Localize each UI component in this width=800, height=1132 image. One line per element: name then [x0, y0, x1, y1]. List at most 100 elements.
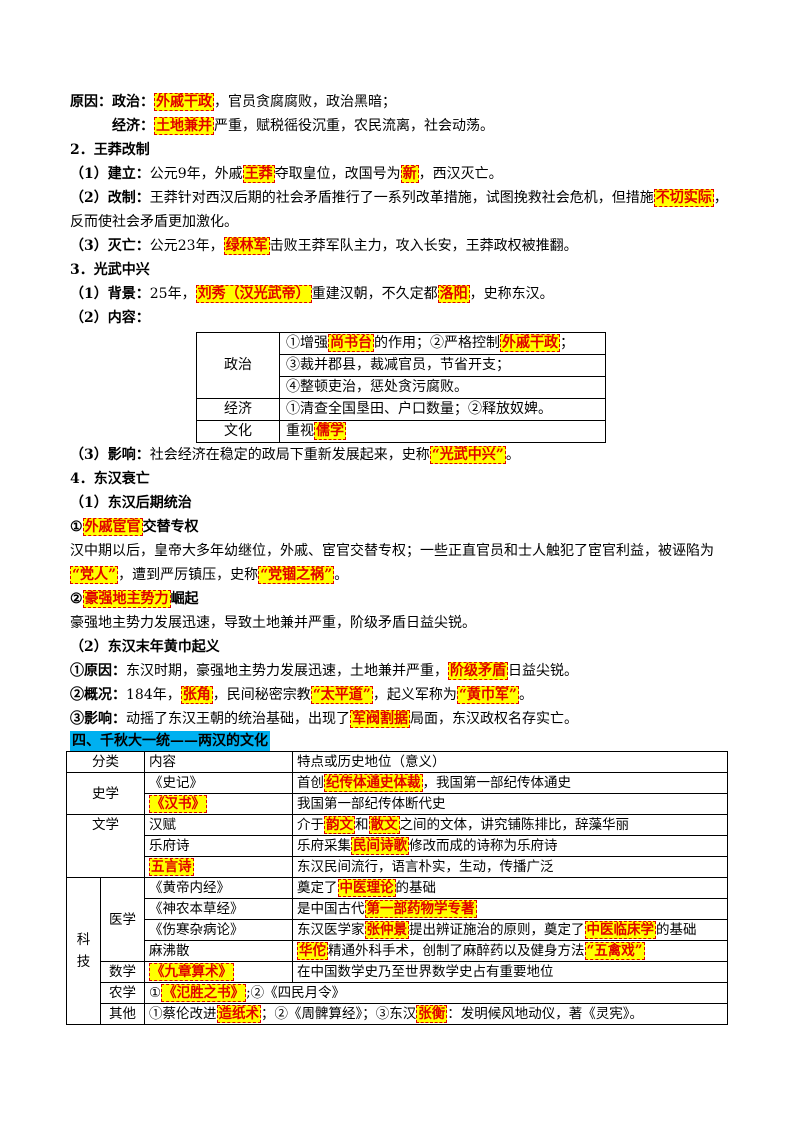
- text: 。: [334, 567, 349, 583]
- text: ;②《四民月令》: [246, 985, 346, 1001]
- text: 精通外科手术，创制了麻醉药以及健身方法: [328, 943, 585, 959]
- text: ，官员贪腐腐败，政治黑暗；: [214, 94, 396, 110]
- text: ，民间秘密宗教: [212, 687, 311, 703]
- text: ，起义军称为: [372, 687, 457, 703]
- item-label: （1）背景：: [70, 286, 150, 302]
- table-header: 特点或历史地位（意义）: [292, 751, 728, 773]
- highlight: 土地兼并: [154, 117, 214, 135]
- table-cell: 《神农本草经》: [144, 898, 293, 920]
- highlight: 韵文: [324, 816, 355, 834]
- highlight: 新: [400, 165, 419, 183]
- table-cell: 在中国数学史乃至世界数学史占有重要地位: [292, 961, 728, 983]
- text: 社会经济在稳定的政局下重新发展起来，史称: [149, 447, 430, 463]
- text: 局面，东汉政权名存实亡。: [410, 711, 578, 727]
- table-cell: 麻沸散: [144, 940, 293, 962]
- highlight: 造纸术: [216, 1005, 261, 1023]
- paragraph: 汉中期以后，皇帝大多年幼继位，外戚、宦官交替专权；一些正直官员和士人触犯了宦官利…: [70, 543, 714, 559]
- highlight: 《九章算术》: [149, 963, 234, 981]
- section-heading: 4．东汉衰亡: [70, 471, 150, 487]
- text: 的基础: [656, 922, 697, 938]
- table-cell-category: 政治: [196, 332, 280, 399]
- text: 184年，: [126, 687, 181, 703]
- han-culture-table: 分类 内容 特点或历史地位（意义） 史学 《史记》 首创纪传体通史体裁，我国第一…: [66, 751, 728, 1025]
- table-cell: 是中国古代第一部药物学专著: [292, 898, 728, 920]
- text: ，西汉灭亡。: [418, 166, 503, 182]
- text: ，史称东汉。: [469, 286, 554, 302]
- economy-label: 经济：: [112, 118, 154, 134]
- paragraph: （1）背景：25年，刘秀（汉光武帝）重建汉朝，不久定都洛阳，史称东汉。: [70, 284, 732, 304]
- highlight: 军阀割据: [350, 710, 410, 728]
- item-label: （2）内容：: [70, 310, 150, 326]
- highlight: 王莽: [242, 165, 275, 183]
- table-cell-category: 科技: [66, 877, 101, 1025]
- paragraph-continuation: “党人”，遭到严厉镇压，史称“党锢之祸”。: [70, 565, 732, 585]
- item-label: （3）灭亡：: [70, 238, 150, 254]
- text: ；: [560, 335, 574, 351]
- text: ，: [713, 190, 728, 206]
- text: 。: [518, 687, 533, 703]
- paragraph: （3）灭亡：公元23年，绿林军击败王莽军队主力，攻入长安，王莽政权被推翻。: [70, 236, 732, 256]
- item-label: （1）建立：: [70, 166, 150, 182]
- cause-label: 原因：: [70, 94, 112, 110]
- text: 乐府采集: [297, 838, 351, 854]
- highlight: 五言诗: [149, 858, 194, 876]
- text: 的基础: [395, 880, 437, 896]
- table-cell: 《伤寒杂病论》: [144, 919, 293, 941]
- highlight: 儒学: [314, 422, 346, 440]
- table-cell: 东汉民间流行，语言朴实，生动，传播广泛: [292, 856, 728, 878]
- item-label: ②概况：: [70, 687, 126, 703]
- table-cell: ①增强尚书台的作用；②严格控制外戚干政；: [279, 332, 606, 355]
- cause-economy-line: 经济：土地兼并严重，赋税徭役沉重，农民流离，社会动荡。: [70, 116, 732, 136]
- paragraph: ①原因：东汉时期，豪强地主势力发展迅速，土地兼并严重，阶级矛盾日益尖锐。: [70, 661, 732, 681]
- highlight: “太平道”: [310, 686, 373, 704]
- cause-politics-line: 原因：政治：外戚干政，官员贪腐腐败，政治黑暗；: [70, 92, 732, 112]
- text: ②: [70, 591, 83, 607]
- paragraph-continuation: 反而使社会矛盾更加激化。: [70, 214, 238, 230]
- text: 是中国古代: [297, 901, 365, 917]
- table-cell-category: 文化: [196, 420, 280, 443]
- table-cell: 首创纪传体通史体裁，我国第一部纪传体通史: [292, 772, 728, 794]
- text: 击败王莽军队主力，攻入长安，王莽政权被推翻。: [269, 238, 578, 254]
- table-cell: 《九章算术》: [144, 961, 293, 983]
- table-cell: 华佗精通外科手术，创制了麻醉药以及健身方法“五禽戏”: [292, 940, 728, 962]
- text: ①增强: [286, 335, 328, 351]
- paragraph: （1）建立：公元9年，外戚王莽夺取皇位，改国号为新，西汉灭亡。: [70, 164, 732, 184]
- text: ：发明候风地动仪，著《灵宪》。: [447, 1006, 643, 1022]
- text: ，我国第一部纪传体通史: [422, 775, 572, 791]
- table-cell-subcategory: 数学: [100, 961, 145, 983]
- sub-heading: （2）东汉末年黄巾起义: [70, 639, 220, 655]
- table-cell: 介于韵文和散文之间的文体，讲究铺陈排比，辞藻华丽: [292, 814, 728, 836]
- document-page: 原因：政治：外戚干政，官员贪腐腐败，政治黑暗； 经济：土地兼并严重，赋税徭役沉重…: [66, 92, 732, 1025]
- text: 。: [505, 447, 520, 463]
- text: 和: [355, 817, 369, 833]
- paragraph: 豪强地主势力发展迅速，导致土地兼并严重，阶级矛盾日益尖锐。: [70, 615, 476, 631]
- item-label: （3）影响：: [70, 447, 150, 463]
- table-cell: 东汉医学家张仲景提出辨证施治的原则，奠定了中医临床学的基础: [292, 919, 728, 941]
- highlight: 张仲景: [364, 921, 409, 939]
- table-header: 分类: [66, 751, 145, 773]
- table-cell: 五言诗: [144, 856, 293, 878]
- text: 东汉医学家: [297, 922, 365, 938]
- table-cell: 《汉书》: [144, 793, 293, 815]
- text: ①: [70, 519, 83, 535]
- text: 之间的文体，讲究铺陈排比，辞藻华丽: [399, 817, 630, 833]
- table-cell-category: 史学: [66, 772, 145, 815]
- highlight: 纪传体通史体裁: [324, 774, 423, 792]
- sub-heading: （1）东汉后期统治: [70, 495, 192, 511]
- table-cell-subcategory: 其他: [100, 1003, 145, 1025]
- text: 日益尖锐。: [508, 663, 578, 679]
- table-cell-category: 经济: [196, 398, 280, 421]
- highlight: 尚书台: [328, 334, 374, 352]
- highlight: 民间诗歌: [351, 837, 409, 855]
- text: 动摇了东汉王朝的统治基础，出现了: [126, 711, 350, 727]
- text: ；②《周髀算经》；③东汉: [261, 1006, 417, 1022]
- section-title: 四、千秋大一统——两汉的文化: [70, 731, 270, 751]
- table-cell: 我国第一部纪传体断代史: [292, 793, 728, 815]
- text: 严重，赋税徭役沉重，农民流离，社会动荡。: [214, 118, 494, 134]
- highlight: “光武中兴”: [429, 446, 506, 464]
- table-cell-subcategory: 农学: [100, 982, 145, 1004]
- highlight: “党锢之祸”: [258, 566, 335, 584]
- table-cell: 乐府诗: [144, 835, 293, 857]
- text: 交替专权: [142, 519, 199, 535]
